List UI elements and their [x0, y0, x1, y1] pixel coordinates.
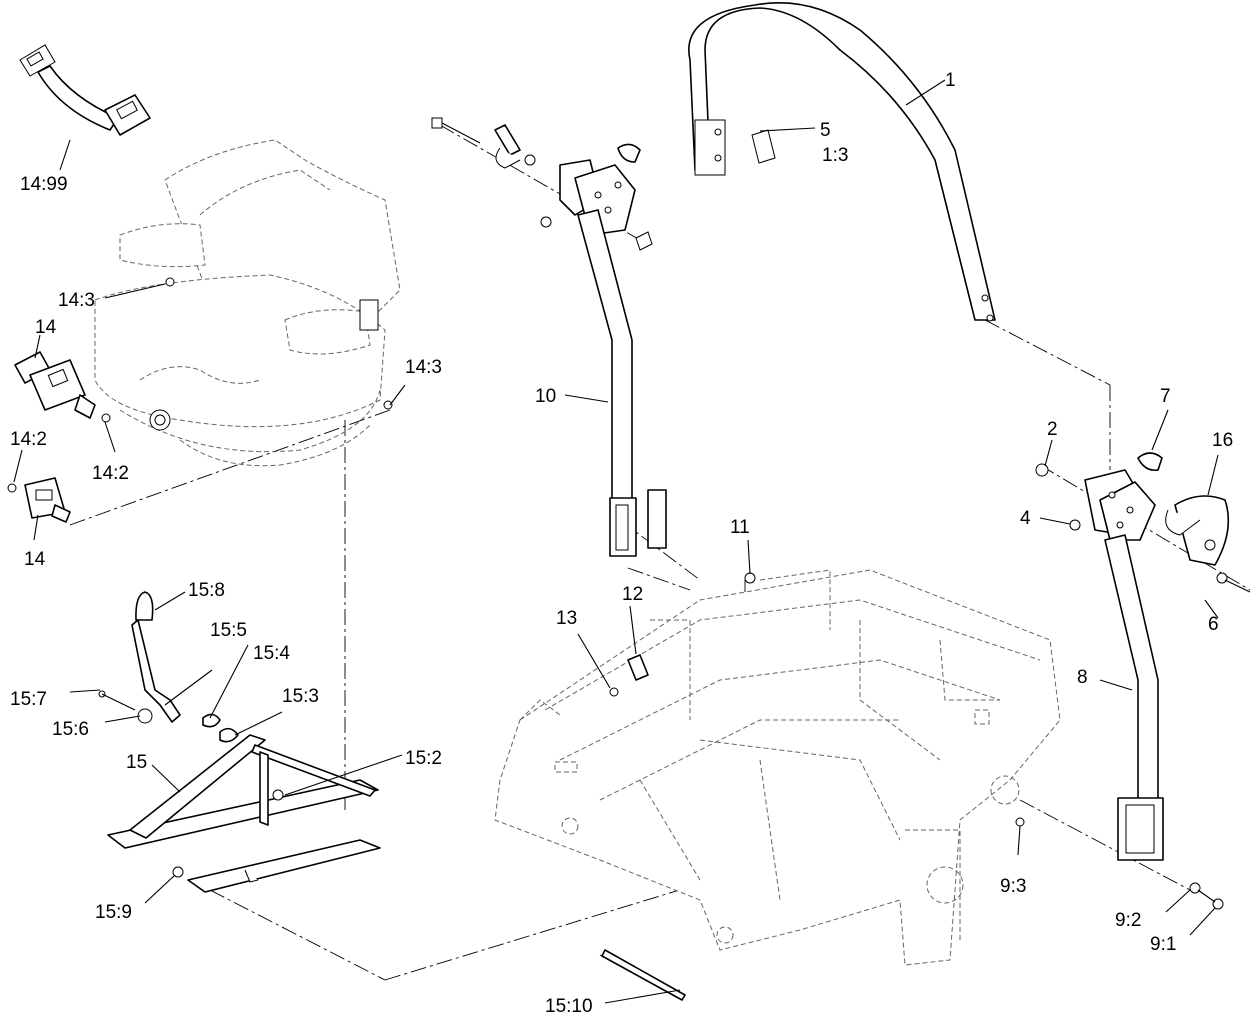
callout-5: 5: [820, 120, 831, 141]
right-pivot-bracket: [1035, 452, 1163, 541]
roll-bar-hoop: [688, 2, 996, 322]
seat-base-frame: [107, 734, 381, 893]
mower-frame: [494, 569, 1061, 966]
callout-1: 1: [945, 70, 956, 91]
seat-belt-extension: [19, 44, 151, 136]
callout-14-upper: 14: [35, 317, 57, 338]
callout-9-1: 9:1: [1150, 934, 1176, 955]
callout-10: 10: [535, 386, 556, 407]
callout-16: 16: [1212, 430, 1233, 451]
callout-15-6: 15:6: [52, 719, 89, 740]
callout-11: 11: [730, 517, 750, 538]
callout-15-2: 15:2: [405, 748, 442, 769]
seat-latch-handle: [98, 591, 239, 743]
callout-15-8: 15:8: [188, 580, 225, 601]
right-roll-bar-upright: [1104, 534, 1164, 861]
left-roll-bar-upright: [577, 209, 667, 557]
callout-leaders: [13, 79, 1219, 1004]
callout-14-2-left: 14:2: [10, 429, 47, 450]
callout-14-3-right: 14:3: [405, 357, 442, 378]
callout-14-lower: 14: [24, 549, 46, 570]
callout-6: 6: [1208, 614, 1219, 635]
callout-15: 15: [126, 752, 147, 773]
callout-4: 4: [1020, 508, 1031, 529]
callout-1-3: 1:3: [822, 145, 848, 166]
callout-2: 2: [1047, 419, 1058, 440]
callout-14-99: 14:99: [20, 174, 68, 195]
callout-9-3: 9:3: [1000, 876, 1026, 897]
seat-belt-buckle-upper: [14, 351, 111, 423]
callout-7: 7: [1160, 386, 1171, 407]
seat-belt-buckle-lower: [7, 477, 71, 523]
callout-15-7: 15:7: [10, 689, 47, 710]
callout-14-2-right: 14:2: [92, 463, 129, 484]
callout-15-10: 15:10: [545, 996, 593, 1017]
callout-14-3-left: 14:3: [58, 290, 95, 311]
callout-9-2: 9:2: [1115, 910, 1141, 931]
callout-15-4: 15:4: [253, 643, 290, 664]
callout-labels: 1 5 1:3 14:99 14:3 14 14:3 10 2 7 16 14:…: [10, 70, 1233, 1017]
callout-13: 13: [556, 608, 577, 629]
callout-8: 8: [1077, 667, 1088, 688]
callout-15-3: 15:3: [282, 686, 319, 707]
hitch-pin-16: [1165, 495, 1251, 593]
callout-12: 12: [622, 584, 643, 605]
callout-15-5: 15:5: [210, 620, 247, 641]
frame-hardware: [601, 572, 1224, 1001]
callout-15-9: 15:9: [95, 902, 132, 923]
seat-outline: [94, 139, 401, 467]
